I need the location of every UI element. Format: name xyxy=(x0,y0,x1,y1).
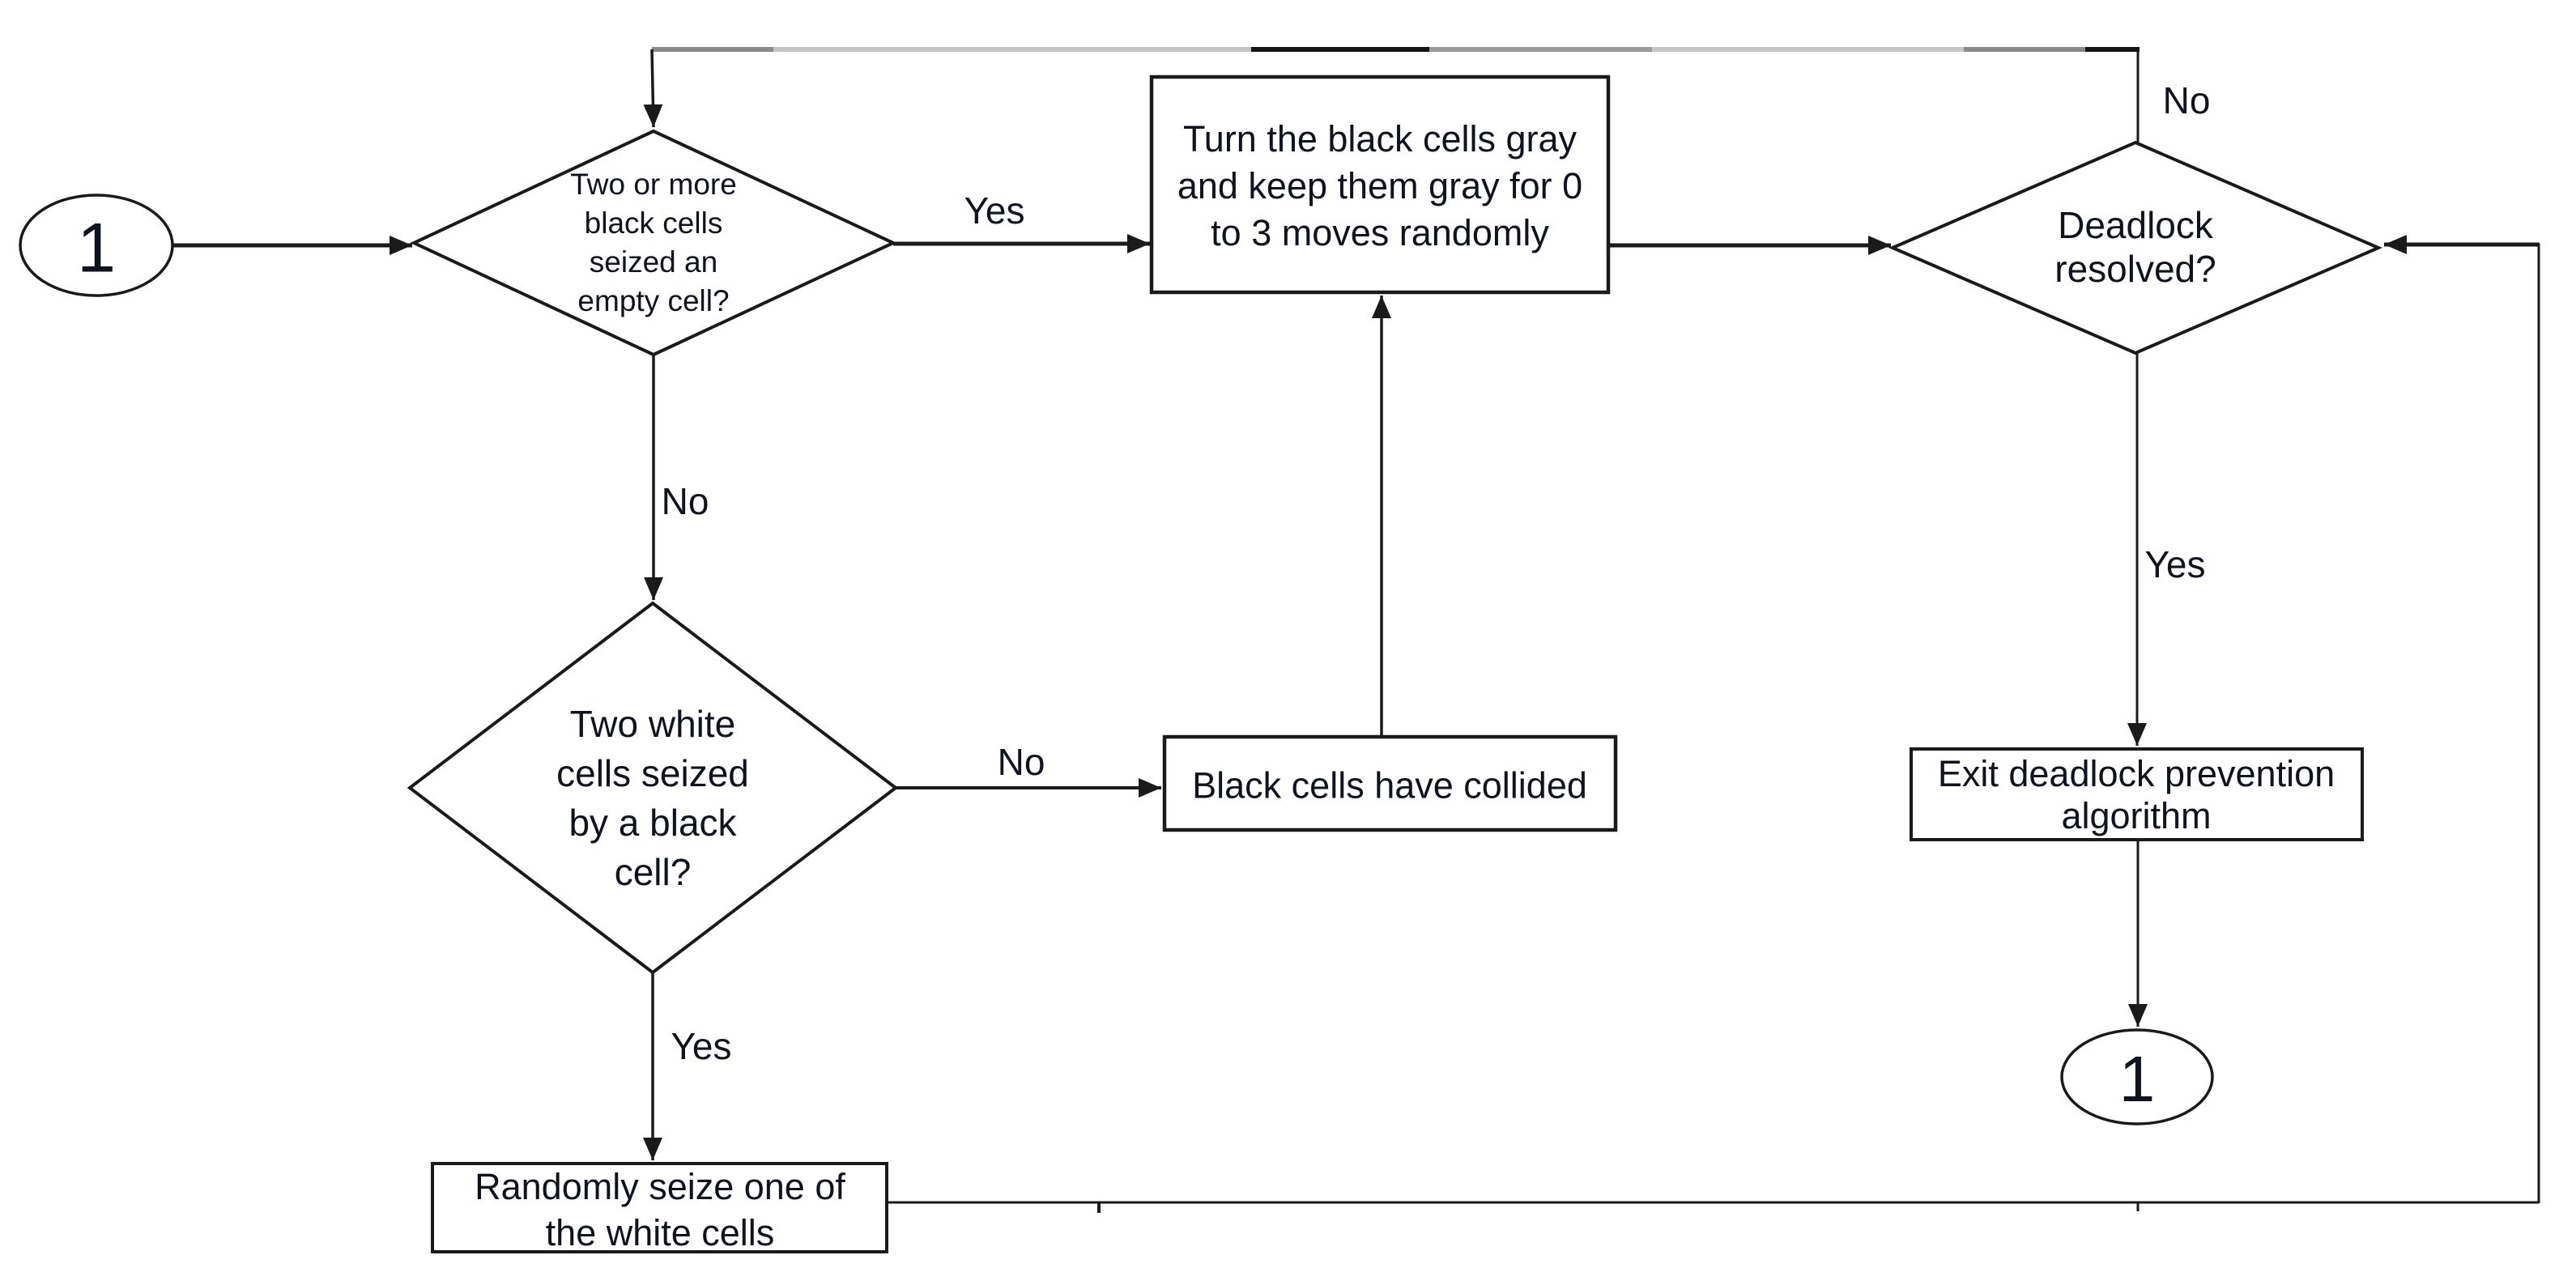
decision-seized-empty-diamond xyxy=(410,129,897,357)
process-black-collided-rect xyxy=(1162,734,1618,832)
start-ellipse xyxy=(19,194,174,297)
process-turn-gray-rect xyxy=(1149,74,1611,295)
process-randomly-seize-rect xyxy=(431,1162,888,1253)
end-ellipse xyxy=(2060,1028,2214,1125)
connector-deadlock-no-feedback xyxy=(643,47,2140,143)
connector-seize-to-deadlock-loop xyxy=(887,235,2540,1213)
decision-two-white-seized-diamond xyxy=(407,601,899,975)
process-exit-algorithm-rect xyxy=(1910,747,2364,841)
decision-deadlock-resolved-diamond xyxy=(1888,140,2383,355)
